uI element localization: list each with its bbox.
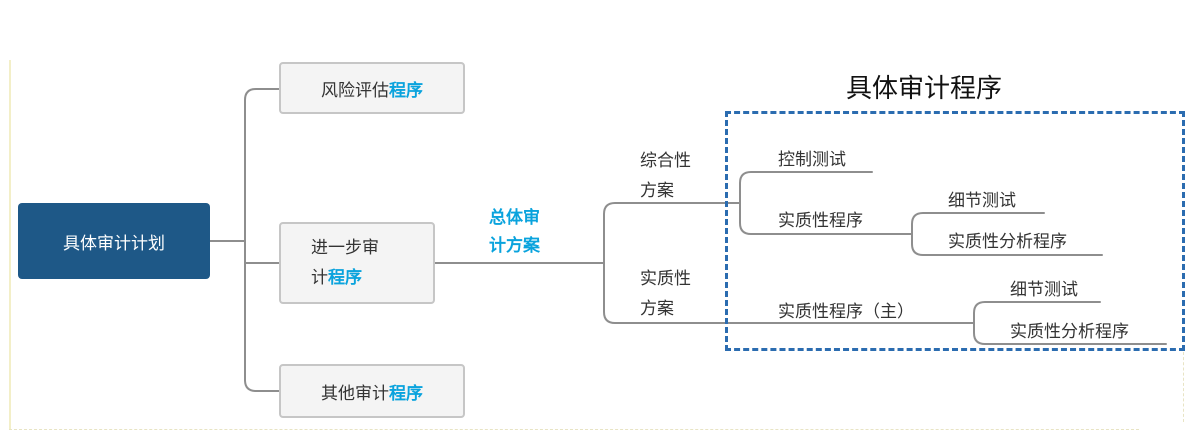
other-label: 其他审计 [321, 383, 389, 404]
combined-line1: 综合性 [640, 151, 691, 171]
frame-left-border [9, 60, 11, 430]
substantive-line1: 实质性 [640, 269, 691, 289]
risk-highlight: 程序 [389, 80, 423, 101]
connector-substantive-main-children [973, 301, 1167, 345]
combined-line2: 方案 [640, 181, 674, 201]
overall-plan-line1: 总体审 [489, 208, 540, 228]
substantive-main-label: 实质性程序（主） [778, 302, 914, 322]
root-label: 具体审计计划 [63, 233, 165, 254]
substantive-line2: 方案 [640, 299, 674, 319]
node-risk-assessment: 风险评估程序 [279, 62, 465, 114]
further-line2: 计程序 [311, 263, 362, 293]
node-other-audit: 其他审计程序 [279, 364, 465, 418]
frame-bottom-border [9, 429, 1139, 430]
connector-combined-children [739, 171, 907, 235]
further-line2-highlight: 程序 [328, 268, 362, 288]
substantive-procedure-label: 实质性程序 [778, 211, 863, 231]
combined-plan-label: 综合性 方案 [640, 146, 691, 206]
specific-procedures-dashed-box [725, 111, 1185, 351]
further-line1: 进一步审 [311, 238, 379, 258]
substantive-plan-label: 实质性 方案 [640, 264, 691, 324]
analytical-procedure-main-label: 实质性分析程序 [1010, 322, 1129, 342]
connector-plan-split [603, 202, 726, 324]
node-further-audit: 进一步审 计程序 [279, 222, 435, 304]
risk-label: 风险评估 [321, 80, 389, 101]
further-line2-plain: 计 [311, 268, 328, 288]
detail-test-main-label: 细节测试 [1010, 280, 1078, 300]
analytical-procedure-label: 实质性分析程序 [948, 232, 1067, 252]
specific-procedures-title: 具体审计程序 [846, 74, 1003, 104]
other-highlight: 程序 [389, 383, 423, 404]
frame-right-border [1183, 352, 1184, 422]
connector-substantive-children [911, 212, 1103, 256]
root-node-audit-plan: 具体审计计划 [18, 203, 210, 279]
overall-plan-line2: 计方案 [489, 236, 540, 256]
overall-plan-label: 总体审 计方案 [489, 204, 540, 260]
connector-trunk [244, 88, 280, 392]
control-test-label: 控制测试 [778, 150, 846, 170]
detail-test-label: 细节测试 [948, 191, 1016, 211]
